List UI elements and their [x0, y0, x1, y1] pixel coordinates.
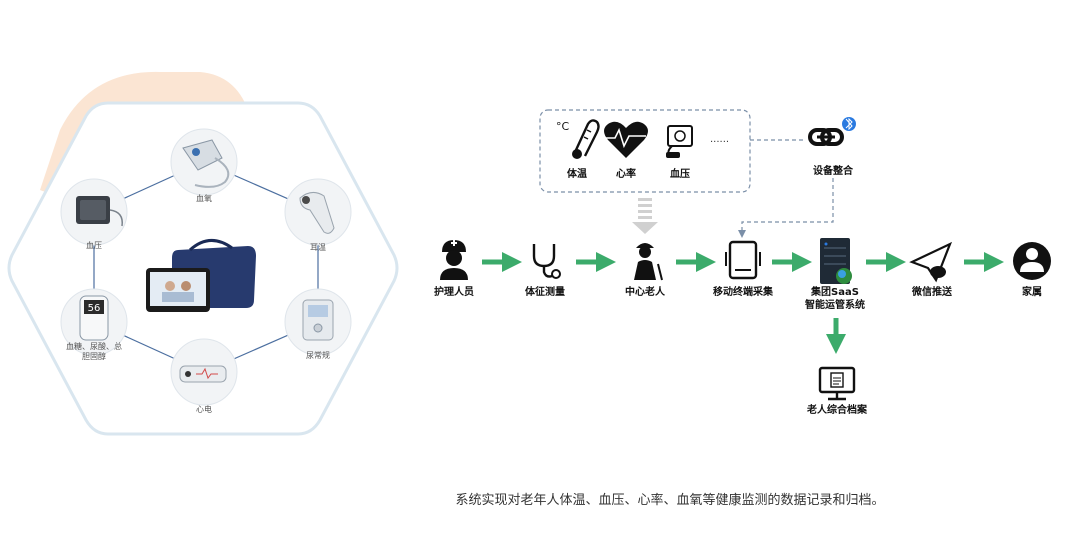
oximeter-icon: [182, 139, 223, 171]
flow-diagram: °C: [440, 109, 1051, 401]
family-icon: [1013, 242, 1051, 280]
vital-label-heart-rate: 心率: [616, 169, 636, 180]
mobile-terminal-icon: [725, 240, 761, 280]
device-circle-urine: [284, 288, 352, 356]
archive-label: 老人综合档案: [807, 405, 867, 416]
blood-pressure-icon: [666, 125, 693, 158]
device-label-spo2: 血氧: [196, 194, 212, 203]
device-label-glucose: 血糖、尿酸、总胆固醇: [66, 342, 122, 361]
gray-down-arrow: [632, 198, 658, 234]
device-circle-spo2: [170, 128, 238, 196]
device-hexagon-panel: 56: [7, 71, 399, 436]
center-device-kit: [146, 239, 256, 312]
server-icon: [820, 238, 852, 284]
integration-to-terminal-line: [741, 178, 834, 232]
vital-label-temperature: 体温: [567, 169, 587, 180]
flow-label-wechat: 微信推送: [912, 287, 952, 298]
device-label-ecg: 心电: [196, 405, 212, 414]
device-circle-glucose: 56: [60, 288, 128, 356]
caption-text: 系统实现对老年人体温、血压、心率、血氧等健康监测的数据记录和归档。: [455, 493, 885, 508]
flow-label-saas-line1: 集团SaaS: [811, 287, 859, 298]
elderly-icon: [634, 243, 663, 281]
thermometer-icon: °C: [556, 119, 600, 159]
nurse-icon: [440, 240, 468, 280]
device-circle-ear-temp: [284, 178, 352, 246]
device-label-ear-temp: 耳温: [310, 243, 326, 252]
stethoscope-icon: [532, 244, 561, 279]
archive-monitor-icon: [818, 366, 856, 401]
device-label-urine: 尿常规: [306, 351, 330, 360]
flow-label-saas: 集团SaaS 智能运管系统: [795, 286, 875, 312]
flow-label-elderly: 中心老人: [625, 287, 665, 298]
device-circle-bp: [60, 178, 128, 246]
device-label-bp: 血压: [86, 241, 102, 250]
vitals-dashed-box: [539, 109, 751, 193]
flow-label-family: 家属: [1022, 287, 1042, 298]
integration-label: 设备整合: [813, 166, 853, 177]
flow-label-measure: 体征测量: [525, 287, 565, 298]
vitals-ellipsis: ......: [710, 134, 730, 145]
svg-text:°C: °C: [556, 120, 570, 133]
wechat-send-icon: [909, 241, 953, 283]
vital-label-blood-pressure: 血压: [670, 169, 690, 180]
heart-rate-icon: [604, 121, 648, 158]
flow-label-terminal: 移动终端采集: [713, 287, 773, 298]
link-bluetooth-icon: [808, 117, 856, 146]
device-circle-ecg: [170, 338, 238, 406]
ecg-device-icon: [179, 365, 227, 383]
flow-label-saas-line2: 智能运管系统: [805, 300, 865, 311]
glucose-reading: 56: [88, 303, 101, 314]
flow-label-nurse: 护理人员: [434, 287, 474, 298]
